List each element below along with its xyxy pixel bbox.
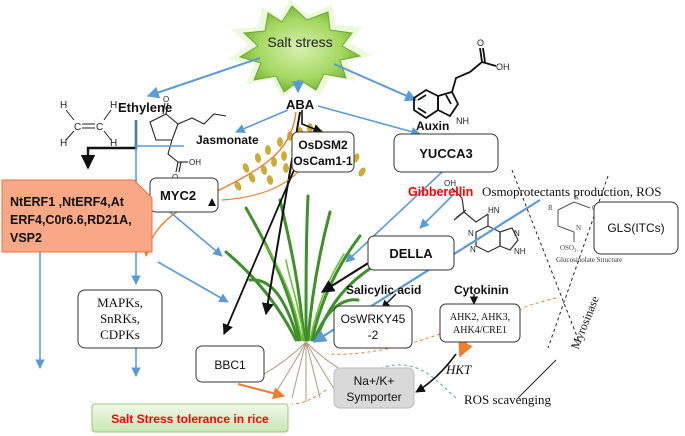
arrow-salt-to-auxin <box>333 63 418 102</box>
svg-text:H: H <box>60 100 67 111</box>
della-box <box>367 235 455 271</box>
svg-text:N: N <box>514 229 520 238</box>
mapks-line-1: MAPKs, <box>97 295 143 310</box>
svg-text:S: S <box>575 194 579 202</box>
dashed-ahk-to-plant <box>327 333 441 355</box>
cytokinin-label: Cytokinin <box>454 283 509 297</box>
svg-text:C: C <box>74 122 81 133</box>
ros-scavenging-label: ROS scavenging <box>464 392 552 407</box>
nterf-box <box>1 179 153 253</box>
salt-stress-label: Salt stress <box>267 34 332 50</box>
svg-text:H: H <box>110 138 117 149</box>
svg-text:OSO3: OSO3 <box>560 244 577 254</box>
svg-text:N: N <box>576 224 581 232</box>
aba-label: ABA <box>286 97 315 112</box>
ethylene-molecule: H H H H C C <box>60 100 117 149</box>
outcome-label: Salt Stress tolerance in rice <box>111 412 269 426</box>
line-myrosinase-to-ros <box>517 359 557 399</box>
svg-text:N: N <box>468 229 474 238</box>
gibberellin-label: Gibberellin <box>408 185 473 199</box>
oswrky-line-2: -2 <box>368 328 379 342</box>
glucosinolate-structure-label: Glucosinolate Structure <box>556 256 622 264</box>
gls-label: GLS(ITCs) <box>607 221 664 235</box>
ahk-box <box>439 303 521 343</box>
osdsm2-label: OsDSM2 <box>298 138 348 152</box>
starburst-shape <box>238 5 362 93</box>
myc2-box <box>149 177 219 213</box>
mapks-line-2: SnRKs, <box>100 311 140 326</box>
jasmonate-molecule <box>149 102 227 173</box>
symporter-box <box>333 367 415 409</box>
yucca3-label: YUCCA3 <box>419 146 472 161</box>
salicylic-acid-label: Salicylic acid <box>346 283 421 297</box>
dashed-myrosinase-left <box>511 169 581 345</box>
arrow-aba-to-jasmonate <box>235 109 289 134</box>
nterf-line-1: NtERF1 ,NtERF4,At <box>10 195 125 209</box>
arrow-ahk-to-hkt <box>458 340 473 358</box>
symporter-line-2: Symporter <box>346 390 401 404</box>
svg-text:H: H <box>110 100 117 111</box>
jasmonate-label: Jasmonate <box>196 133 259 147</box>
outcome-box <box>91 403 289 433</box>
svg-text:C: C <box>96 122 103 133</box>
glucosinolate-molecule <box>557 201 591 242</box>
bbc1-box <box>195 345 265 383</box>
symporter-line-1: Na+/K+ <box>354 374 395 388</box>
nterf-line-3: VSP2 <box>10 231 42 245</box>
oscam-label: OsCam1-1 <box>293 154 353 168</box>
ahk-line-2: AHK4/CRE1 <box>453 325 507 336</box>
svg-text:H: H <box>60 138 67 149</box>
auxin-label: Auxin <box>416 119 449 133</box>
arrow-aba-to-osdsm2 <box>301 110 323 134</box>
salt-stress-starburst: Salt stress <box>228 0 372 97</box>
myc2-marker <box>208 198 216 206</box>
svg-text:OH: OH <box>444 179 456 188</box>
svg-text:NH: NH <box>514 247 526 256</box>
arrow-osdsm2-to-bbc1 <box>222 141 307 335</box>
della-label: DELLA <box>389 246 433 261</box>
ethylene-label: Ethylene <box>118 100 172 115</box>
auxin-atoms: O OH NH <box>456 38 510 126</box>
arrow-bbc1-to-outcome <box>237 383 286 400</box>
svg-text:N: N <box>470 245 476 254</box>
osmoprotectants-label: Osmoprotectants production, ROS <box>482 184 661 199</box>
myrosinase-label: Myrosinase <box>568 294 602 351</box>
arrow-nterf-to-plant <box>157 261 229 303</box>
pathway-boxes: Ethylene ABA Auxin Jasmonate OsDSM2 OsCa… <box>1 97 679 433</box>
svg-text:R: R <box>548 204 553 212</box>
gls-box <box>593 201 679 255</box>
arrow-hkt-to-symporter <box>415 353 457 393</box>
myc2-label: MYC2 <box>160 188 196 203</box>
yucca3-box <box>393 133 499 173</box>
mapks-line-3: CDPKs <box>100 327 140 342</box>
arrow-aba-to-yucca3 <box>317 105 421 137</box>
oswrky-box <box>333 305 413 349</box>
salt-stress-arrows <box>146 57 418 102</box>
oswrky-line-1: OsWRKY45 <box>341 312 406 326</box>
mapks-box <box>77 289 163 349</box>
svg-text:HN: HN <box>488 206 500 215</box>
svg-text:O: O <box>163 95 169 104</box>
nterf-line-2: ERF4,C0r6.6,RD21A, <box>10 213 132 227</box>
svg-text:OH: OH <box>189 158 201 167</box>
bbc1-label: BBC1 <box>214 358 246 372</box>
svg-text:NH: NH <box>456 116 469 126</box>
dashed-plant-to-symporter <box>291 389 327 405</box>
svg-text:OH: OH <box>496 62 510 72</box>
arrow-orange-myc2-osdsm2 <box>221 171 299 201</box>
svg-text:O: O <box>477 38 484 48</box>
cytokinin-molecule <box>451 187 519 253</box>
osdsm2-box <box>291 131 355 173</box>
arrow-salt-to-ethylene <box>146 57 261 99</box>
cytokinin-atoms: OH HN N N N NH <box>444 179 526 256</box>
auxin-molecule <box>413 47 497 120</box>
hkt-label: HKT <box>445 362 472 377</box>
dashed-osmo-to-ahk <box>515 297 557 313</box>
ahk-line-1: AHK2, AHK3, <box>450 312 510 323</box>
arrow-gibberellin-to-della <box>419 195 453 229</box>
arrow-myc2-to-plant <box>169 211 223 257</box>
